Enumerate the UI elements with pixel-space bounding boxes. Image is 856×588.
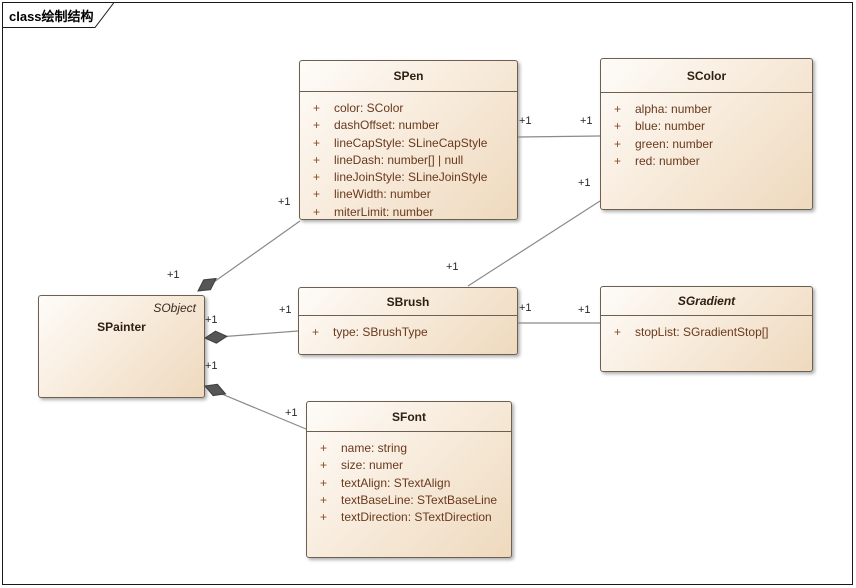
attribute-row: + miterLimit: number [300, 204, 517, 221]
attribute-row: + lineJoinStyle: SLineJoinStyle [300, 169, 517, 186]
class-box-spen[interactable]: SPen + color: SColor + dashOffset: number … [299, 60, 518, 220]
visibility-sign: + [320, 510, 328, 525]
parent-class-label: SObject [153, 301, 196, 315]
visibility-sign: + [614, 153, 622, 168]
class-title: SPen [300, 61, 517, 92]
visibility-sign: + [313, 204, 321, 219]
multiplicity-label: +1 [578, 177, 591, 189]
multiplicity-label: +1 [446, 261, 459, 273]
attribute-row: + color: SColor [300, 100, 517, 117]
attribute-row: + name: string [307, 440, 511, 457]
class-box-spainter[interactable]: SObject SPainter [38, 295, 205, 398]
visibility-sign: + [320, 492, 328, 507]
visibility-sign: + [313, 187, 321, 202]
attribute-text: blue: number [635, 119, 706, 134]
class-title: SGradient [601, 287, 812, 316]
visibility-sign: + [320, 458, 328, 473]
attribute-text: color: SColor [334, 101, 404, 115]
multiplicity-label: +1 [167, 269, 180, 281]
attribute-row: + lineCapStyle: SLineCapStyle [300, 135, 517, 152]
multiplicity-label: +1 [519, 302, 532, 314]
multiplicity-label: +1 [278, 196, 291, 208]
attribute-list: + alpha: number + blue: number + green: num… [601, 93, 812, 170]
class-title: SPainter [97, 320, 146, 334]
multiplicity-label: +1 [279, 304, 292, 316]
attribute-text: textBaseLine: STextBaseLine [341, 492, 498, 507]
class-box-sgradient[interactable]: SGradient + stopList: SGradientStop[] [600, 286, 813, 372]
attribute-text: green: number [635, 136, 714, 151]
visibility-sign: + [320, 475, 328, 490]
visibility-sign: + [614, 119, 622, 134]
visibility-sign: + [313, 170, 321, 185]
class-box-sfont[interactable]: SFont + name: string + size: numer + textAl… [306, 401, 512, 558]
attribute-text: miterLimit: number [334, 204, 434, 219]
attribute-text: textDirection: STextDirection [341, 510, 492, 525]
visibility-sign: + [320, 441, 328, 455]
attribute-list: + type: SBrushType [299, 316, 517, 341]
attribute-row: + size: numer [307, 457, 511, 474]
diagram-title: class绘制结构 [9, 9, 94, 24]
multiplicity-label: +1 [578, 304, 591, 316]
class-box-sbrush[interactable]: SBrush + type: SBrushType [298, 287, 518, 355]
attribute-text: textAlign: STextAlign [341, 475, 451, 490]
visibility-sign: + [614, 325, 622, 339]
multiplicity-label: +1 [205, 360, 218, 372]
attribute-text: lineWidth: number [334, 187, 431, 202]
attribute-text: name: string [341, 441, 408, 455]
attribute-text: lineJoinStyle: SLineJoinStyle [334, 170, 488, 185]
visibility-sign: + [614, 102, 622, 116]
attribute-row: + textDirection: STextDirection [307, 509, 511, 526]
attribute-row: + green: number [601, 136, 812, 153]
attribute-text: lineDash: number[] | null [334, 152, 464, 167]
attribute-row: + lineDash: number[] | null [300, 152, 517, 169]
attribute-text: red: number [635, 153, 700, 168]
attribute-text: lineCapStyle: SLineCapStyle [334, 135, 488, 150]
attribute-text: alpha: number [635, 102, 712, 116]
visibility-sign: + [313, 118, 321, 133]
attribute-text: dashOffset: number [334, 118, 440, 133]
class-box-scolor[interactable]: SColor + alpha: number + blue: number + gre… [600, 58, 813, 210]
attribute-row: + lineWidth: number [300, 186, 517, 203]
multiplicity-label: +1 [519, 115, 532, 127]
visibility-sign: + [614, 136, 622, 151]
visibility-sign: + [313, 152, 321, 167]
multiplicity-label: +1 [205, 314, 218, 326]
attribute-row: + type: SBrushType [299, 324, 517, 341]
attribute-list: + color: SColor + dashOffset: number + line… [300, 92, 517, 221]
attribute-list: + name: string + size: numer + textAlign: S… [307, 432, 511, 526]
attribute-row: + alpha: number [601, 101, 812, 118]
class-title: SFont [307, 402, 511, 432]
class-title: SBrush [299, 288, 517, 316]
multiplicity-label: +1 [580, 115, 593, 127]
attribute-text: type: SBrushType [333, 325, 428, 339]
visibility-sign: + [312, 325, 320, 339]
visibility-sign: + [313, 135, 321, 150]
attribute-row: + textBaseLine: STextBaseLine [307, 492, 511, 509]
attribute-row: + red: number [601, 153, 812, 170]
attribute-row: + stopList: SGradientStop[] [601, 324, 812, 341]
attribute-text: size: numer [341, 458, 404, 473]
attribute-row: + textAlign: STextAlign [307, 475, 511, 492]
attribute-row: + blue: number [601, 118, 812, 135]
frame-tab [2, 2, 116, 28]
multiplicity-label: +1 [285, 407, 298, 419]
attribute-list: + stopList: SGradientStop[] [601, 316, 812, 341]
class-title: SColor [601, 59, 812, 93]
visibility-sign: + [313, 101, 321, 115]
attribute-row: + dashOffset: number [300, 117, 517, 134]
attribute-text: stopList: SGradientStop[] [635, 325, 769, 339]
